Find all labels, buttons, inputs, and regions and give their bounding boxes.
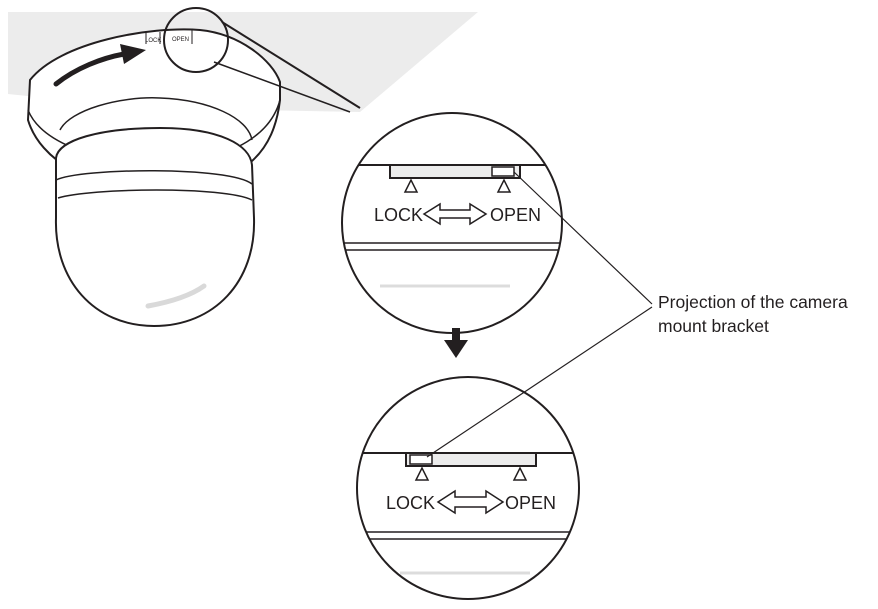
magnifier-leader-upper <box>221 21 361 109</box>
rotation-arrow <box>53 51 127 87</box>
lock-label-top: LOCK <box>374 205 423 225</box>
camera-open-mark: OPEN <box>172 37 189 43</box>
magnifier-leader-lower <box>213 61 351 113</box>
camera-lock-mark: LOCK <box>145 38 161 44</box>
camera-inner-ring <box>59 97 253 141</box>
callout-leader-top <box>513 171 653 305</box>
detail-circle-bottom: LOCK OPEN <box>356 376 580 600</box>
open-label-bottom: OPEN <box>505 493 556 513</box>
callout-line-2: mount bracket <box>658 316 769 336</box>
lock-label-bottom: LOCK <box>386 493 435 513</box>
dome-band <box>55 169 253 185</box>
dome-band-lower <box>57 189 253 201</box>
open-pointer-bottom <box>512 466 528 481</box>
dome-cover <box>54 126 256 328</box>
dome-highlight <box>145 283 207 309</box>
detail-circle-top: LOCK OPEN <box>341 112 563 334</box>
transition-arrow <box>444 328 468 358</box>
rotation-arrowhead <box>120 44 146 64</box>
lock-pointer-bottom <box>414 466 430 481</box>
callout-line-1: Projection of the camera <box>658 292 848 312</box>
lock-pointer-top <box>403 178 419 193</box>
open-pointer-top <box>496 178 512 193</box>
bracket-slot-top <box>389 164 521 179</box>
camera-lock-open-marks <box>145 30 193 44</box>
open-label-top: OPEN <box>490 205 541 225</box>
callout-leader-bottom <box>426 306 653 458</box>
bracket-slot-bottom <box>405 452 537 467</box>
dome-camera <box>26 28 281 328</box>
double-arrow-top <box>422 202 488 226</box>
projection-callout: Projection of the camera mount bracket <box>658 290 878 338</box>
double-arrow-bottom <box>436 489 505 515</box>
bracket-projection-top <box>491 166 515 177</box>
bracket-projection-bottom <box>409 454 433 465</box>
magnifier-circle <box>163 7 229 73</box>
